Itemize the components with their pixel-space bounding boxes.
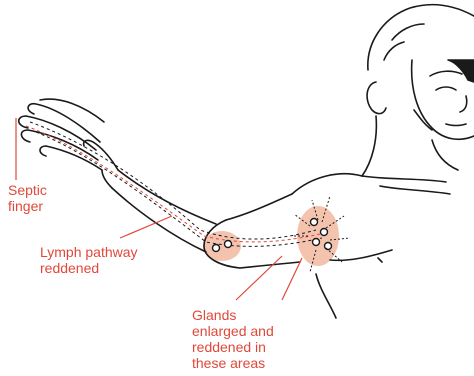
collarbone [362,176,446,182]
glands-line-4: these areas [192,355,274,371]
lymph-pathway-label: Lymph pathway reddened [40,244,138,276]
hair-strand [392,24,424,40]
collarbone-2 [380,186,450,194]
lymph-line-1: Lymph pathway [40,244,138,260]
glands-line-1: Glands [192,307,274,323]
hair-strand-2 [384,42,404,60]
glands-line-2: enlarged and [192,323,274,339]
neck-front [432,140,458,170]
eye [436,87,456,90]
septic-line-1: Septic [8,182,47,198]
glands-leader-2 [282,258,302,300]
glands-leader-1 [236,256,282,300]
glands-line-3: reddened in [192,339,274,355]
eyebrow [430,71,462,76]
gland-armpit-3 [313,239,320,246]
chest-mark [378,258,382,262]
septic-finger-label: Septic finger [8,182,47,214]
gland-armpit-4 [325,243,332,250]
gland-armpit-2 [321,229,328,236]
septic-line-2: finger [8,198,47,214]
lymph-line-2: reddened [40,260,138,276]
nose [460,96,467,112]
pectoral-curve [316,274,336,318]
lymph-leader [120,216,172,238]
lymph-pathway [30,122,322,246]
cheek-line [414,110,432,130]
gland-elbow-2 [225,241,232,248]
shoulder [292,174,362,194]
upper-hand [40,99,104,122]
mouth [446,124,466,126]
ear [367,82,386,114]
glands-label: Glands enlarged and reddened in these ar… [192,307,274,371]
upper-arm-top [226,194,292,220]
gland-armpit-1 [311,219,318,226]
forearm-top [118,170,216,224]
chest-line [330,250,392,260]
gland-elbow-1 [213,245,220,252]
neck-back [362,116,376,176]
little-finger [40,146,102,170]
